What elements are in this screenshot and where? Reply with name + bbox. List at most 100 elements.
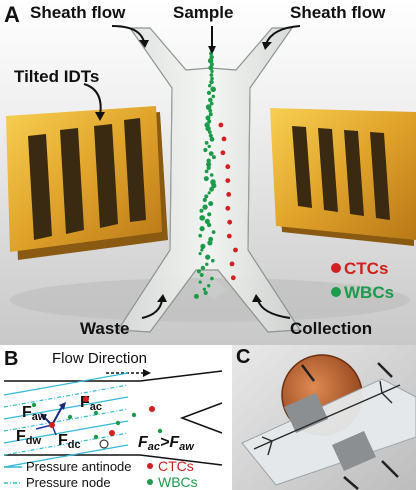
left-idt [6,106,168,260]
ctc-cell [233,247,238,253]
left-idt-slot-2 [60,128,84,234]
microchannel-photo [253,380,401,456]
wbc-cell [211,183,217,189]
panel-b-background [0,345,232,490]
wbc-cell [206,158,211,163]
arrowhead-collection [252,294,262,302]
panel-a-arrows [83,25,301,319]
channel-split-wedge [179,402,223,434]
force-ac-arrowhead [59,402,66,410]
wbc-cell [198,280,202,284]
floor-shadow [10,278,410,322]
arrow-sheath-left [111,25,145,43]
chip-substrate [241,378,416,486]
label-f-dw: Fdw [16,428,42,447]
wbc-cell [208,133,213,138]
panel-a: A Sheath flow Sample Sheath flow Tilted … [0,0,416,345]
ctc-cell [220,150,226,156]
panel-b-letter: B [4,348,18,370]
wbc-cell [203,147,208,153]
electrode-lead-2 [377,362,393,378]
arrowhead-sample [208,46,216,54]
ctc-cell [225,164,231,170]
arrow-waste [141,299,163,319]
electrode-lead-4 [381,460,399,478]
wbc-cell [208,108,213,113]
wbc-cell [205,254,211,260]
wbc-cell [209,101,214,106]
arrowhead-waste [157,294,167,302]
wbc-cell [208,201,214,207]
wbc-cell [211,258,215,263]
wbc-cell [206,222,212,228]
wbc-cell [206,90,212,95]
pressure-node-line [3,408,129,432]
right-idt-slot-3 [344,130,364,216]
ctc-cell [226,192,232,197]
pressure-antinode-line [3,372,129,396]
legend-pressure-node: Pressure node [26,475,111,490]
pressure-antinode-line [3,444,129,468]
wbc-cell [31,402,37,408]
wbc-cell [207,130,212,135]
electrode-pad-top [284,393,328,433]
wbc-cell [207,58,214,64]
right-idt-top [270,108,416,240]
ctc-cell [225,178,231,184]
right-idt [270,108,416,246]
svg-text:Fdw: Fdw [16,428,42,447]
wbc-cell [206,165,211,170]
wbc-cell [207,212,212,217]
wbc-cell [208,84,212,88]
wbc-cell [204,218,210,224]
wbc-cell [208,97,213,103]
pressure-antinode-line [3,396,129,420]
wbc-cell [200,248,204,252]
wbc-cell [205,104,212,110]
ctc-cell [83,396,89,402]
wbc-cell [93,410,99,416]
label-collection: Collection [290,319,372,338]
arrowhead-idts [95,112,105,121]
wbc-cell [207,119,212,124]
left-idt-slot-3 [94,124,118,228]
legend-wbcs: WBCs [344,283,394,302]
force-aw-arrowhead [40,413,47,420]
svg-text:Fac>Faw: Fac>Faw [138,434,195,453]
wbc-cell [209,79,214,85]
arrow-idts [83,83,102,117]
wbc-cell [204,141,209,145]
ctc-cell [149,406,155,412]
panel-b: B Flow Direction Faw Fac Fdw Fdc Fac>Faw [0,345,232,490]
wbc-cell [199,226,205,232]
wbc-cell [198,233,202,238]
right-idt-slot-1 [292,126,312,208]
force-origin-cell [49,422,55,428]
electrode-lead-3 [343,476,359,490]
channel-edge-right [247,87,251,251]
label-f-ac: Fac [80,394,102,413]
panel-a-letter: A [4,2,20,27]
arrowhead-sheath-right [262,42,272,50]
ctc-cell [227,219,233,225]
wbc-cell [209,136,215,142]
wbc-cell [205,125,211,132]
wbc-cell [205,262,209,266]
ctc-cell [225,205,231,211]
ctc-cell [229,261,235,267]
microchannel [116,27,302,333]
ctc-cell [221,136,227,142]
wbc-cell [202,197,207,203]
wbc-cell [211,155,216,160]
legend-ctc-dot [331,263,341,273]
wbc-cell [210,86,216,93]
wbc-cell [203,290,208,295]
wbc-cell [196,269,201,274]
svg-text:Fac: Fac [80,394,102,413]
label-force-inequality: Fac>Faw [138,434,195,453]
ctc-cell [218,122,224,128]
wbc-cell [202,204,208,210]
panel-c: C [232,345,416,490]
wbc-cell [200,243,206,249]
